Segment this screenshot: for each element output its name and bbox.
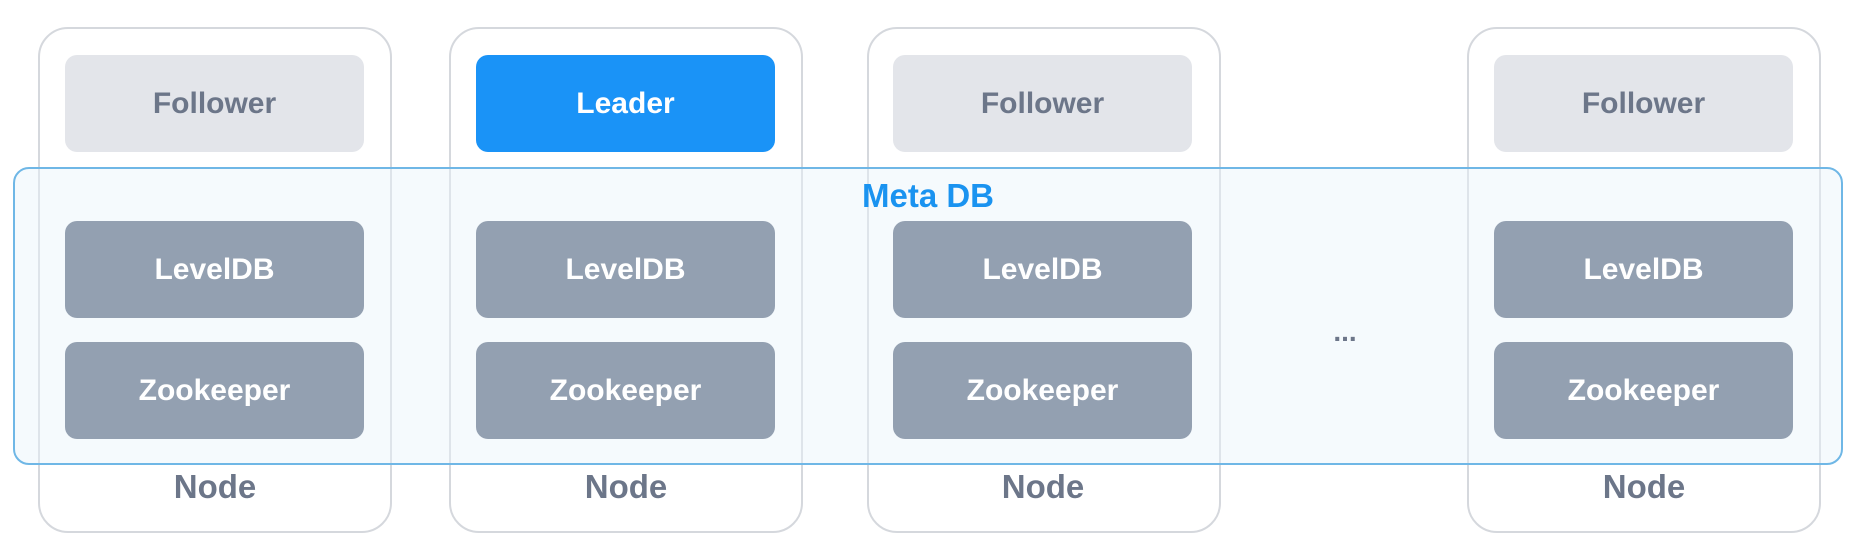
node-1-role-follower: Follower <box>65 55 364 152</box>
node-1-zookeeper: Zookeeper <box>65 342 364 439</box>
node-4-zookeeper: Zookeeper <box>1494 342 1793 439</box>
meta-db-title: Meta DB <box>861 177 995 214</box>
node-1-label: Node <box>173 468 257 505</box>
node-4-role-follower: Follower <box>1494 55 1793 152</box>
node-3-label: Node <box>1001 468 1085 505</box>
node-2-role-leader: Leader <box>476 55 775 152</box>
node-4-label: Node <box>1602 468 1686 505</box>
more-nodes-ellipsis: ... <box>1333 316 1357 347</box>
node-3-leveldb: LevelDB <box>893 221 1192 318</box>
node-2-zookeeper: Zookeeper <box>476 342 775 439</box>
node-1-leveldb: LevelDB <box>65 221 364 318</box>
node-2-label: Node <box>584 468 668 505</box>
node-3-zookeeper: Zookeeper <box>893 342 1192 439</box>
node-4-leveldb: LevelDB <box>1494 221 1793 318</box>
node-2-leveldb: LevelDB <box>476 221 775 318</box>
node-3-role-follower: Follower <box>893 55 1192 152</box>
